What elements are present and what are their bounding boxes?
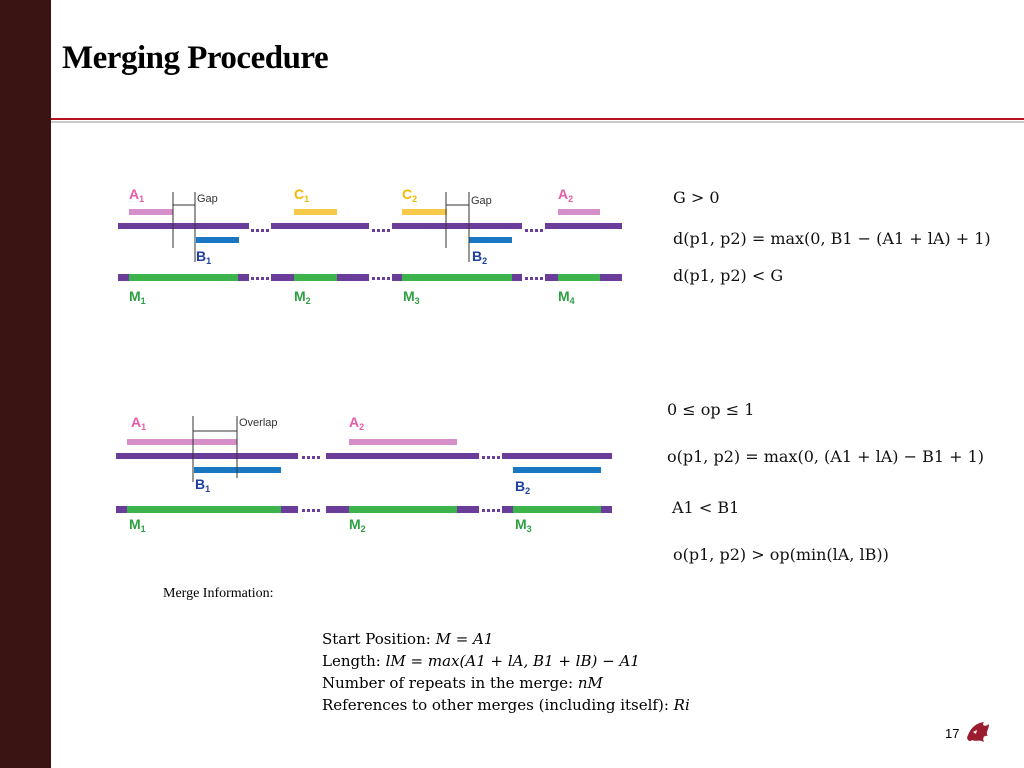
read-segment — [116, 453, 298, 459]
label-m4: M4 — [558, 288, 575, 306]
merge-info-item: References to other merges (including it… — [322, 696, 690, 714]
merge-m1 — [129, 274, 238, 281]
label-b2: B2 — [515, 478, 530, 496]
label-m3: M3 — [403, 288, 420, 306]
label-a2: A2 — [558, 186, 573, 204]
label-a2: A2 — [349, 414, 364, 432]
merge-info-caption: Merge Information: — [163, 586, 274, 601]
mark-b1 — [196, 237, 239, 243]
equation-a-less-b: A1 < B1 — [672, 498, 740, 517]
label-c2: C2 — [402, 186, 417, 204]
merge-m4 — [558, 274, 600, 281]
read-segment — [118, 223, 249, 229]
dotted-connectors — [251, 277, 543, 280]
label-m1: M1 — [129, 288, 146, 306]
label-b1: B1 — [196, 248, 211, 266]
mark-a2 — [349, 439, 457, 445]
merge-info-item: Number of repeats in the merge: nM — [322, 674, 603, 692]
dotted-connectors — [302, 456, 500, 459]
gap-label: Gap — [471, 195, 492, 207]
mark-b2 — [513, 467, 601, 473]
mark-b2 — [469, 237, 512, 243]
read-segment — [545, 223, 622, 229]
label-b1: B1 — [195, 476, 210, 494]
read-segment — [502, 453, 612, 459]
mark-a1 — [129, 209, 173, 215]
slide-title: Merging Procedure — [62, 40, 329, 76]
dotted-connectors — [251, 229, 543, 232]
equation-gap-positive: G > 0 — [673, 188, 720, 207]
left-sidebar-bar — [0, 0, 51, 768]
gap-bracket-1 — [172, 192, 196, 262]
label-m3: M3 — [515, 516, 532, 534]
read-segment — [392, 223, 522, 229]
label-a1: A1 — [129, 186, 144, 204]
mark-c1 — [294, 209, 337, 215]
equation-overlap-threshold: o(p1, p2) > op(min(lA, lB)) — [673, 545, 889, 564]
gap-diagram: Gap Gap A1 C1 C2 A2 B1 B2 M1 M2 M3 M4 — [118, 186, 622, 306]
mark-a1 — [127, 439, 237, 445]
label-m1: M1 — [129, 516, 146, 534]
cougar-logo-icon — [967, 722, 989, 742]
overlap-diagram: Overlap A1 A2 B1 B2 M1 M2 M3 — [116, 414, 612, 534]
overlap-label: Overlap — [239, 417, 278, 429]
merge-info-item: Length: lM = max(A1 + lA, B1 + lB) − A1 — [322, 652, 640, 670]
equation-distance: d(p1, p2) = max(0, B1 − (A1 + lA) + 1) — [673, 229, 991, 248]
equation-overlap: o(p1, p2) = max(0, (A1 + lA) − B1 + 1) — [667, 447, 985, 466]
mark-a2 — [558, 209, 600, 215]
merge-info-item: Start Position: M = A1 — [322, 630, 494, 648]
equation-distance-less-gap: d(p1, p2) < G — [673, 266, 784, 285]
page-number: 17 — [945, 726, 960, 741]
merge-m2 — [294, 274, 337, 281]
read-segment — [326, 453, 479, 459]
label-a1: A1 — [131, 414, 146, 432]
merge-m2 — [349, 506, 457, 513]
title-divider-gray — [51, 121, 1024, 123]
title-divider-red — [51, 118, 1024, 120]
label-b2: B2 — [472, 248, 487, 266]
merge-m3 — [513, 506, 601, 513]
merge-m1 — [127, 506, 281, 513]
equation-op-range: 0 ≤ op ≤ 1 — [667, 400, 755, 419]
label-m2: M2 — [294, 288, 311, 306]
merge-m3 — [402, 274, 512, 281]
overlap-bracket — [192, 416, 238, 482]
read-segment — [271, 223, 369, 229]
mark-c2 — [402, 209, 447, 215]
merge-info-list: Start Position: M = A1 Length: lM = max(… — [322, 628, 690, 716]
label-m2: M2 — [349, 516, 366, 534]
label-c1: C1 — [294, 186, 309, 204]
dotted-connectors — [302, 509, 500, 512]
gap-label: Gap — [197, 193, 218, 205]
gap-bracket-2 — [445, 192, 470, 262]
